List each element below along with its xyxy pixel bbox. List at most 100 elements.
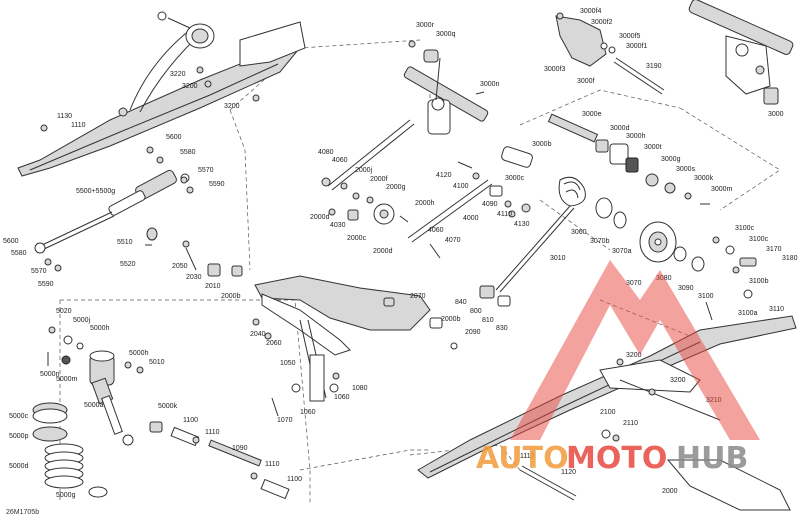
part-label-l4060b: 4060 (428, 227, 444, 234)
rear-axle-assembly (688, 0, 794, 105)
part-label-l5000j: 5000j (73, 317, 91, 324)
part-label-l3000b: 3000b (532, 141, 552, 148)
part-label-l2000h: 2000h (415, 200, 435, 207)
part-label-l5590b: 5590 (38, 281, 54, 288)
front-arm-assembly (182, 240, 458, 417)
part-label-l1110c: 1110 (265, 461, 280, 468)
part-label-l3010: 3010 (550, 255, 566, 262)
part-label-l2050: 2050 (172, 263, 188, 270)
part-label-l3000f2: 3000f2 (591, 19, 613, 26)
part-label-l5000d: 5000d (9, 463, 29, 470)
reference-code: 26M1705b (6, 509, 39, 516)
part-label-l3110: 3110 (769, 306, 784, 313)
part-label-l4070: 4070 (445, 237, 461, 244)
part-label-l2070: 2070 (410, 293, 426, 300)
center-linkage-parts (321, 119, 531, 259)
part-label-l1100b: 1100 (287, 476, 302, 483)
part-label-l1050: 1050 (280, 360, 296, 367)
part-label-l3000f: 3000f (577, 78, 595, 85)
part-label-l3100b: 3100b (749, 278, 769, 285)
part-label-l5580b: 5580 (11, 250, 27, 257)
part-label-l3000f4: 3000f4 (580, 8, 602, 15)
part-label-l2000bb: 2000b (441, 316, 461, 323)
part-label-l4080: 4080 (318, 149, 334, 156)
part-label-l3000r: 3000r (416, 22, 435, 29)
part-label-l3000g: 3000g (661, 156, 681, 163)
part-label-l5020: 5020 (56, 308, 72, 315)
part-label-l5500: 5500+5500g (76, 188, 115, 195)
part-label-l1110b: 1110 (205, 429, 220, 436)
watermark-text-auto: AUTO (476, 441, 569, 476)
part-label-l2100: 2100 (600, 409, 616, 416)
part-label-l1060b: 1060 (334, 394, 350, 401)
part-label-l4000: 4000 (463, 215, 479, 222)
part-label-l2090: 2090 (465, 329, 481, 336)
part-label-l3100c: 3100c (735, 225, 755, 232)
rear-shock-assembly (32, 326, 144, 498)
part-label-l3000s: 3000s (676, 166, 696, 173)
automotohub-watermark-logo: AUTO MOTO HUB (476, 260, 760, 476)
part-label-l2000b: 2000b (221, 293, 241, 300)
part-label-l3190: 3190 (646, 63, 662, 70)
part-label-l3000m: 3000m (711, 186, 733, 193)
part-label-l830: 830 (496, 325, 508, 332)
part-label-l3000f1: 3000f1 (626, 43, 648, 50)
part-label-l4100: 4100 (453, 183, 469, 190)
part-label-l5000n: 5000n (40, 371, 60, 378)
upper-clamp-assembly (555, 12, 665, 95)
part-label-l4090: 4090 (482, 201, 498, 208)
part-label-l3000k: 3000k (694, 175, 714, 182)
part-label-l3090: 3090 (678, 285, 694, 292)
part-label-l1120: 1120 (561, 469, 576, 476)
part-label-l2000f: 2000f (370, 176, 388, 183)
watermark-text-moto: MOTO (566, 441, 667, 476)
part-label-l3070a: 3070a (612, 248, 632, 255)
part-label-l5000g: 5000g (56, 492, 76, 499)
part-label-l3000: 3000 (768, 111, 784, 118)
part-label-l5520: 5520 (120, 261, 136, 268)
part-label-l3200d: 3200 (670, 377, 686, 384)
part-label-l1100a: 1100 (183, 417, 198, 424)
part-label-l3000t: 3000t (644, 144, 662, 151)
part-label-l2010: 2010 (205, 283, 221, 290)
part-number-labels: 3220320032001130111056005580557055905500… (3, 8, 798, 499)
idler-wheel-assembly (595, 197, 757, 321)
part-label-l4060a: 4060 (332, 157, 348, 164)
part-label-l1130: 1130 (57, 113, 72, 120)
part-label-l3000q: 3000q (436, 31, 456, 38)
part-label-l3220a: 3220 (170, 71, 186, 78)
part-label-l1060a: 1060 (300, 409, 316, 416)
part-label-l3100cb: 3100c (749, 236, 769, 243)
part-label-l5580a: 5580 (180, 149, 196, 156)
part-label-l5000m: 5000m (56, 376, 78, 383)
part-label-l3000c: 3000c (505, 175, 525, 182)
part-label-l5600b: 5600 (3, 238, 19, 245)
part-label-l3100: 3100 (698, 293, 714, 300)
part-label-l810: 810 (482, 317, 494, 324)
part-label-l1080: 1080 (352, 385, 368, 392)
part-label-l5000a: 5000a (84, 402, 104, 409)
part-label-l3000f5: 3000f5 (619, 33, 641, 40)
part-label-l5600a: 5600 (166, 134, 182, 141)
part-label-l3000h: 3000h (626, 133, 646, 140)
part-label-l2000j: 2000j (355, 167, 373, 174)
part-label-l3000e: 3000e (582, 111, 602, 118)
part-label-l2030: 2030 (186, 274, 202, 281)
part-label-l1090: 1090 (232, 445, 248, 452)
part-label-l5000k: 5000k (158, 403, 178, 410)
part-label-l5000h: 5000h (90, 325, 110, 332)
part-label-l3000n: 3000n (480, 81, 500, 88)
part-label-l4130: 4130 (514, 221, 530, 228)
part-label-l1110a: 1110 (71, 122, 86, 129)
part-label-l4120: 4120 (436, 172, 452, 179)
part-label-l2000db: 2000d (373, 248, 393, 255)
lower-axle-parts (149, 421, 290, 500)
part-label-l5000p: 5000p (9, 433, 29, 440)
part-label-l2110: 2110 (623, 420, 638, 427)
part-label-l5510: 5510 (117, 239, 133, 246)
part-label-l3000d: 3000d (610, 125, 630, 132)
part-label-l3070: 3070 (626, 280, 642, 287)
part-label-l2000d: 2000d (310, 214, 330, 221)
part-label-l3000f3: 3000f3 (544, 66, 566, 73)
